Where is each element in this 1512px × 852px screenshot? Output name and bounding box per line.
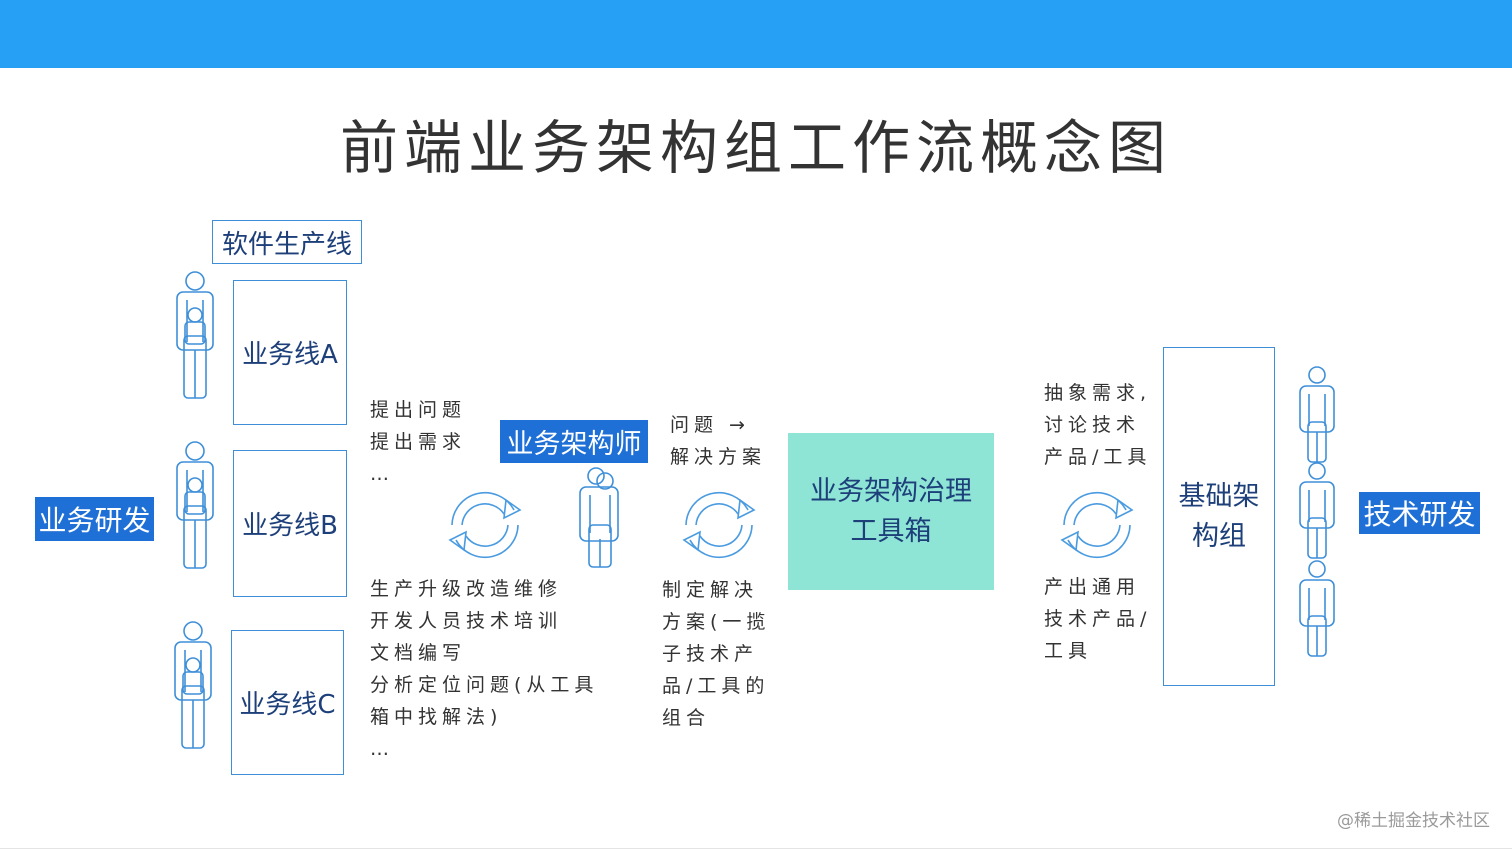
note-abstract-requirements: 抽象需求, 讨论技术 产品/工具	[1044, 382, 1152, 468]
bottom-divider	[0, 848, 1512, 849]
business-line-c-label: 业务线C	[239, 690, 336, 720]
tech-person-icon-middle	[1299, 462, 1335, 559]
note-make-solution: 制定解决 方案(一揽 子技术产 品/工具的 组合	[662, 579, 771, 729]
diagram-title: 前端业务架构组工作流概念图	[339, 114, 1172, 182]
cycle-icon-right	[1060, 491, 1134, 559]
business-line-c: 业务线C	[231, 630, 344, 775]
infra-group-label-line1: 基础架	[1178, 480, 1260, 512]
note-raise-issues: 提出问题 提出需求 …	[370, 399, 467, 485]
note-produce-tools: 产出通用 技术产品/ 工具	[1044, 576, 1152, 662]
top-banner	[0, 0, 1512, 68]
toolbox-label-line1: 业务架构治理	[810, 475, 972, 507]
business-line-a: 业务线A	[233, 280, 347, 425]
cycle-icon-middle	[682, 491, 756, 559]
software-line-label: 软件生产线	[212, 220, 362, 264]
business-line-b: 业务线B	[233, 450, 347, 597]
infra-group-box: 基础架 构组	[1163, 347, 1275, 686]
note-problem-to-solution: 问题 → 解决方案	[670, 414, 767, 468]
business-line-a-label: 业务线A	[242, 340, 338, 370]
developer-person-icon-b	[176, 441, 214, 569]
tech-person-icon-top	[1299, 366, 1335, 463]
developer-person-icon-c	[174, 621, 212, 749]
governance-toolbox: 业务架构治理 工具箱	[788, 433, 994, 590]
cycle-icon-left	[448, 491, 522, 559]
architect-tag: 业务架构师	[500, 420, 648, 463]
toolbox-label-line2: 工具箱	[850, 515, 932, 547]
business-dev-tag: 业务研发	[35, 497, 154, 541]
note-production-tasks: 生产升级改造维修 开发人员技术培训 文档编写 分析定位问题(从工具 箱中找解法)…	[370, 578, 599, 760]
architect-person-icon	[579, 467, 619, 568]
infra-group-label-line2: 构组	[1192, 520, 1246, 552]
tech-person-icon-bottom	[1299, 560, 1335, 657]
business-line-b-label: 业务线B	[242, 511, 338, 541]
tech-dev-tag: 技术研发	[1359, 492, 1480, 534]
developer-person-icon-a	[176, 271, 214, 399]
watermark: @稀土掘金技术社区	[1337, 811, 1490, 831]
